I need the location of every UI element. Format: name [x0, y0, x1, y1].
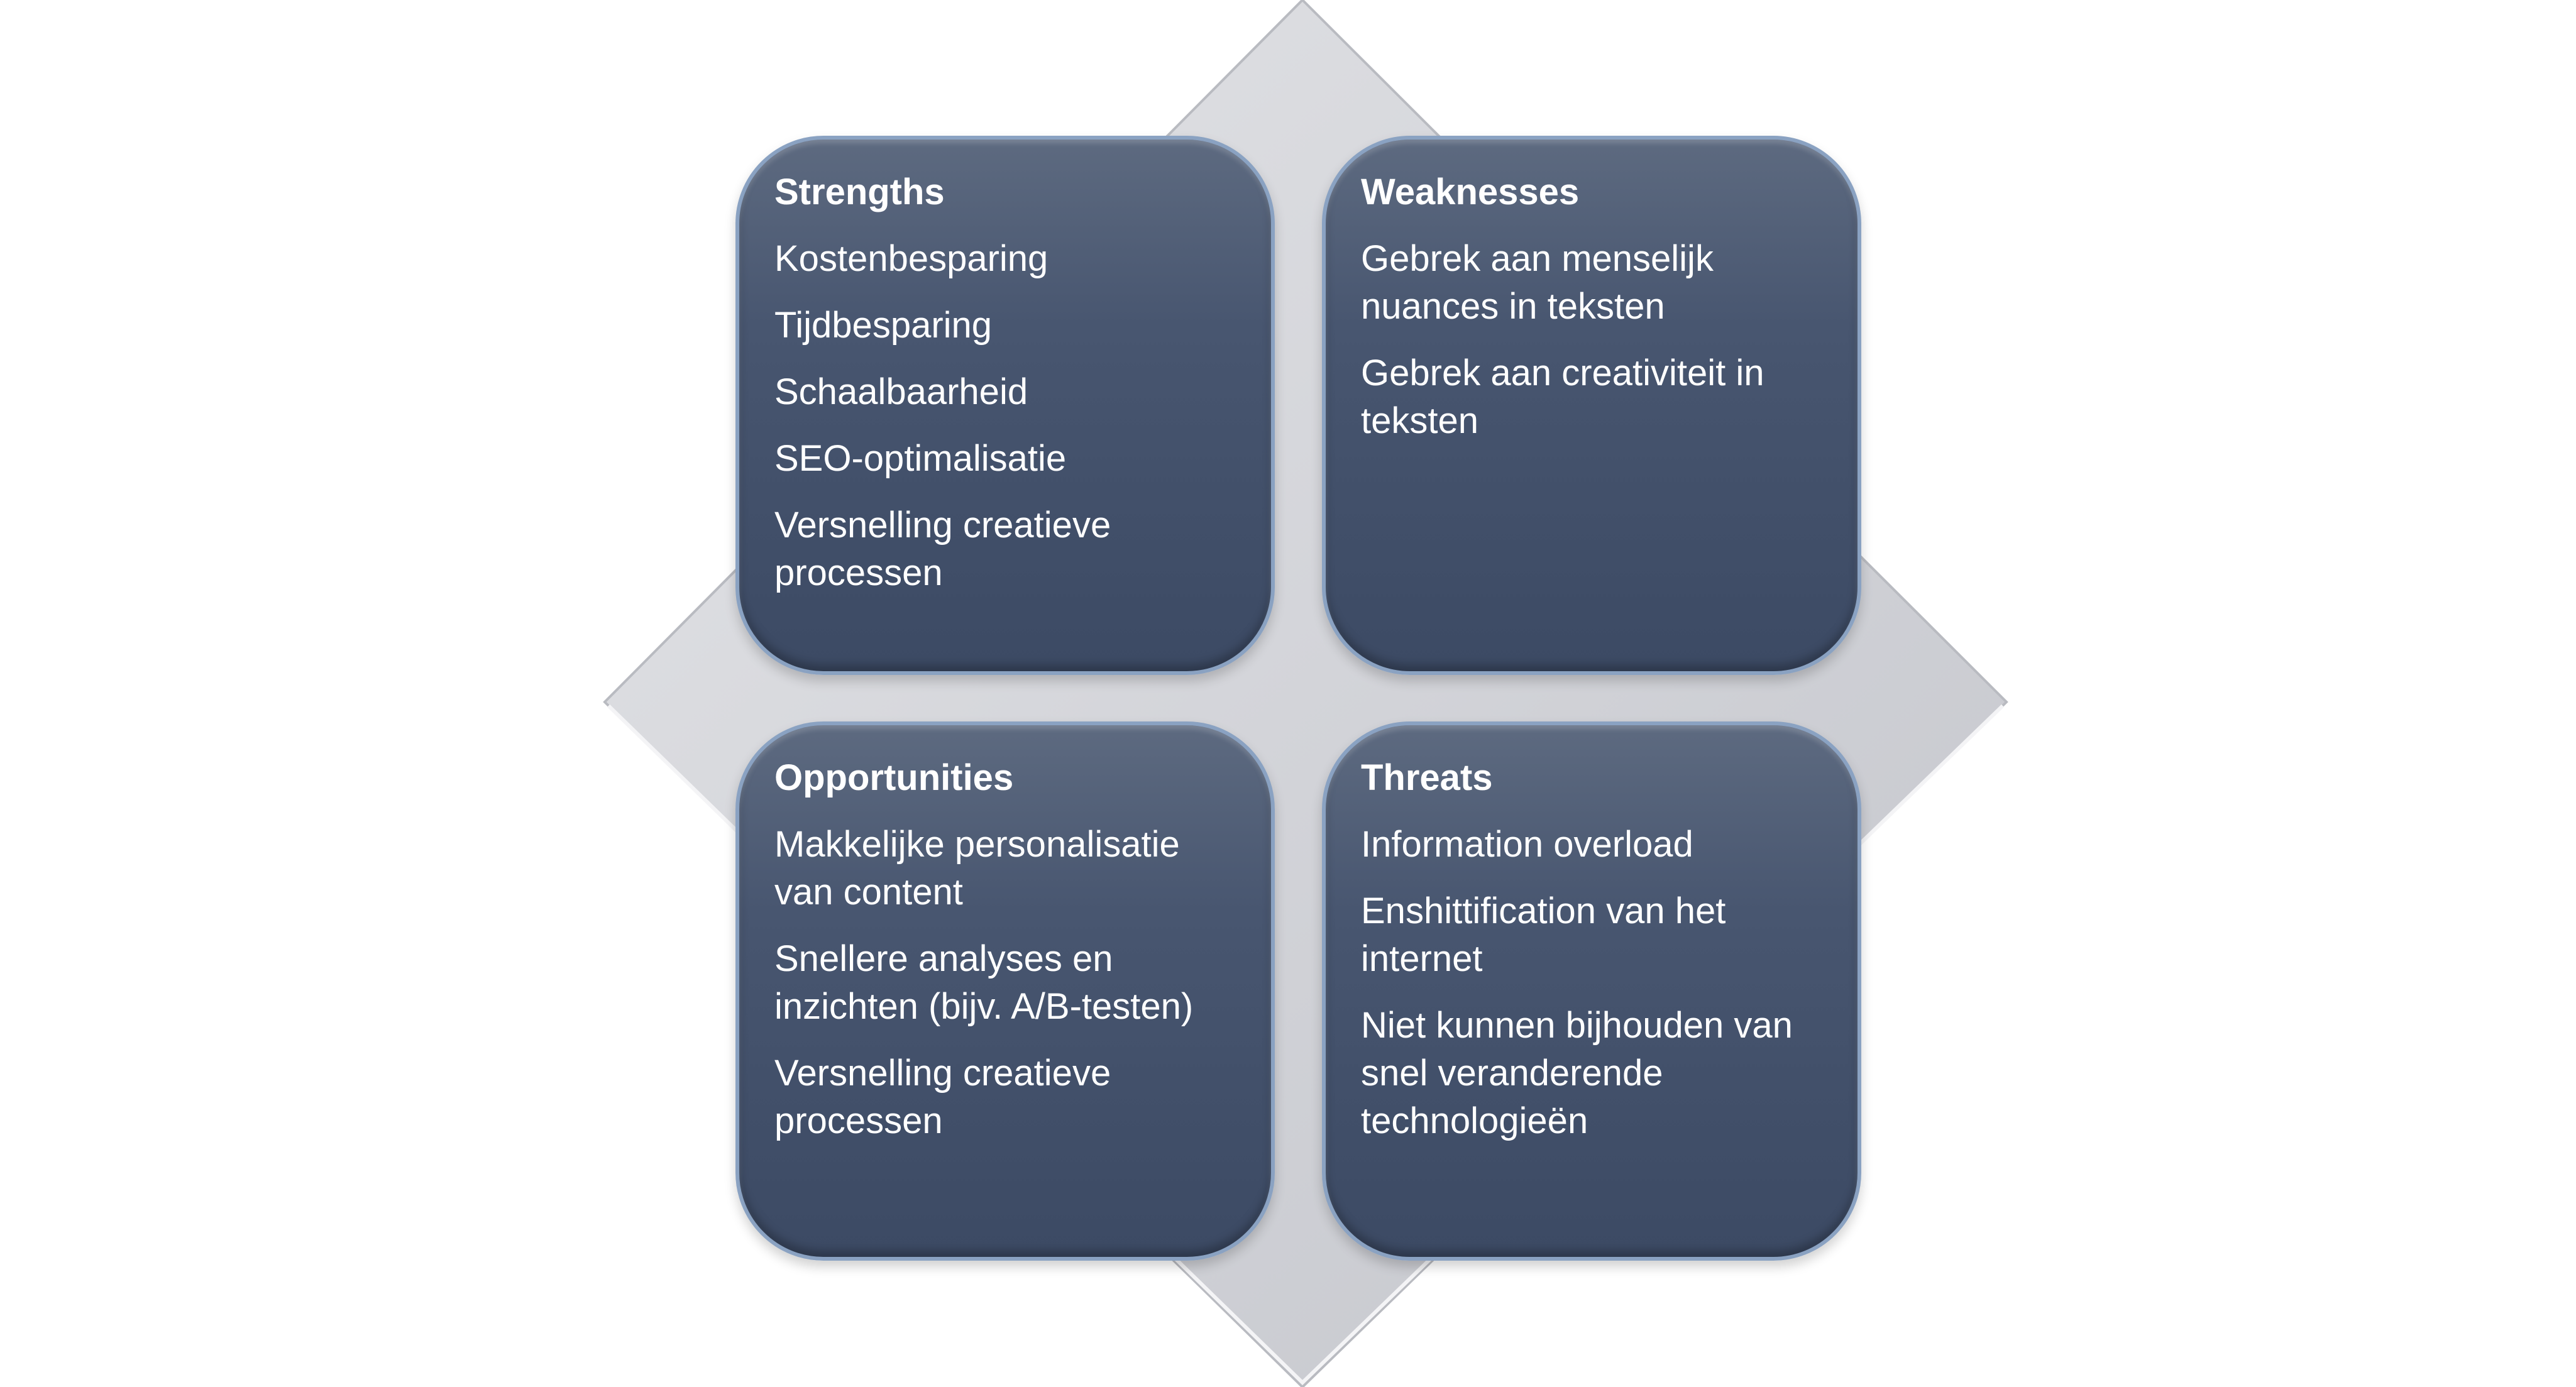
strengths-item: Versnelling creatieve processen — [774, 505, 1111, 593]
threats-list: Information overload Enshittification va… — [1361, 821, 1822, 1145]
threats-title: Threats — [1361, 757, 1493, 798]
threats-item: Information overload — [1361, 824, 1693, 865]
opportunities-item: Snellere analyses en inzichten (bijv. A/… — [774, 938, 1194, 1027]
strengths-list: Kostenbesparing Tijdbesparing Schaalbaar… — [774, 235, 1236, 597]
strengths-item: Schaalbaarheid — [774, 371, 1028, 412]
weaknesses-title: Weaknesses — [1361, 172, 1580, 212]
opportunities-item: Versnelling creatieve processen — [774, 1053, 1111, 1141]
strengths-item: Tijdbesparing — [774, 305, 993, 346]
weaknesses-item: Gebrek aan creativiteit in teksten — [1361, 353, 1764, 441]
weaknesses-item: Gebrek aan menselijk nuances in teksten — [1361, 238, 1714, 327]
opportunities-item: Makkelijke personalisatie van content — [774, 824, 1180, 913]
opportunities-list: Makkelijke personalisatie van content Sn… — [774, 821, 1236, 1145]
strengths-item: SEO-optimalisatie — [774, 438, 1067, 479]
strengths-title: Strengths — [774, 172, 945, 212]
threats-box: Threats Information overload Enshittific… — [1322, 721, 1861, 1261]
threats-item: Enshittification van het internet — [1361, 891, 1726, 979]
weaknesses-box: Weaknesses Gebrek aan menselijk nuances … — [1322, 136, 1861, 675]
opportunities-title: Opportunities — [774, 757, 1014, 798]
strengths-item: Kostenbesparing — [774, 238, 1049, 279]
weaknesses-list: Gebrek aan menselijk nuances in teksten … — [1361, 235, 1822, 445]
strengths-box: Strengths Kostenbesparing Tijdbesparing … — [735, 136, 1275, 675]
opportunities-box: Opportunities Makkelijke personalisatie … — [735, 721, 1275, 1261]
threats-item: Niet kunnen bijhouden van snel verandere… — [1361, 1005, 1793, 1141]
